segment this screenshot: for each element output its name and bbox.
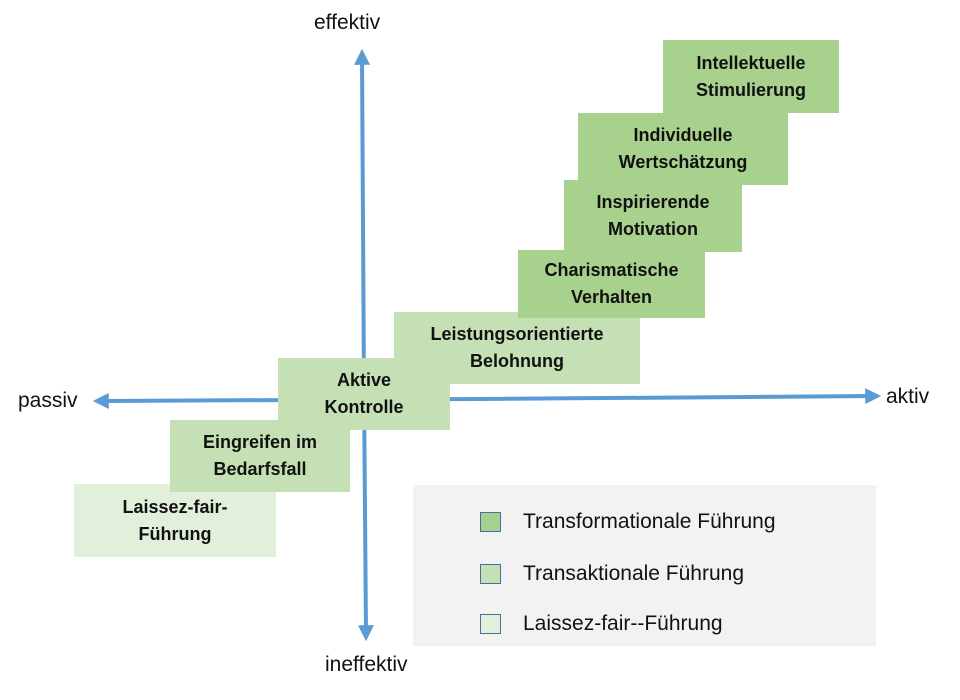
legend: Transformationale Führung Transaktionale… [413, 485, 876, 646]
legend-label: Transaktionale Führung [523, 562, 745, 585]
box-label: Individuelle Wertschätzung [618, 125, 748, 172]
legend-item-laissez-faire: Laissez-fair--Führung [480, 612, 723, 636]
box-leistungsorientierte-belohnung: Leistungsorientierte Belohnung [394, 312, 640, 384]
legend-label: Laissez-fair--Führung [523, 612, 723, 635]
legend-swatch [480, 614, 501, 634]
axis-label-ineffektiv: ineffektiv [325, 653, 408, 676]
box-label: Intellektuelle Stimulierung [695, 52, 806, 100]
vertical-axis-up [354, 48, 371, 391]
box-label: Inspirierende Motivation [596, 192, 710, 239]
legend-swatch [480, 564, 501, 584]
box-charismatische-verhalten: Charismatische Verhalten [518, 250, 705, 318]
box-label: Laissez-fair- Führung [122, 496, 228, 544]
box-label: Leistungsorientierte Belohnung [430, 324, 604, 371]
box-label: Charismatische Verhalten [544, 260, 679, 307]
legend-item-transactional: Transaktionale Führung [480, 562, 744, 586]
axis-label-effektiv: effektiv [314, 11, 381, 34]
legend-label: Transformationale Führung [523, 510, 776, 533]
box-label: Eingreifen im Bedarfsfall [202, 432, 318, 479]
horizontal-axis-right [479, 388, 882, 405]
box-label: Aktive Kontrolle [324, 370, 404, 417]
box-laissez-fair-fuehrung: Laissez-fair- Führung [74, 484, 276, 557]
box-intellektuelle-stimulierung: Intellektuelle Stimulierung [663, 40, 839, 113]
axis-label-aktiv: aktiv [886, 385, 930, 408]
legend-swatch [480, 512, 501, 532]
vertical-axis-down [357, 389, 374, 642]
legend-item-transformational: Transformationale Führung [480, 510, 776, 534]
box-individuelle-wertschaetzung: Individuelle Wertschätzung [578, 113, 788, 185]
box-eingreifen-im-bedarfsfall: Eingreifen im Bedarfsfall [170, 420, 350, 492]
box-aktive-kontrolle: Aktive Kontrolle [278, 358, 450, 430]
axis-label-passiv: passiv [18, 389, 78, 412]
box-inspirierende-motivation: Inspirierende Motivation [564, 180, 742, 252]
